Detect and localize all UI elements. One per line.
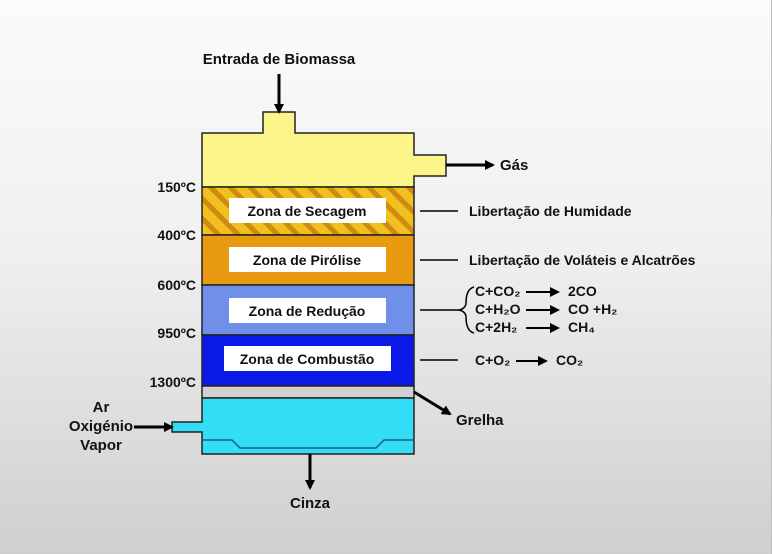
reaction-left: C+H₂O bbox=[475, 301, 521, 317]
biomass-input-label: Entrada de Biomassa bbox=[203, 51, 356, 68]
combustion-reaction-right: CO₂ bbox=[556, 352, 583, 368]
pyrolysis-zone-label: Zona de Pirólise bbox=[253, 252, 361, 268]
grate bbox=[201, 385, 415, 399]
temperature-label: 600ºC bbox=[157, 277, 196, 293]
grate-label: Grelha bbox=[456, 412, 504, 429]
combustion-label-box bbox=[224, 346, 391, 371]
temperature-label: 950ºC bbox=[157, 325, 196, 341]
reaction-right: CH₄ bbox=[568, 319, 595, 335]
drying-output-label: Libertação de Humidade bbox=[469, 203, 632, 219]
reduction-label-box bbox=[229, 298, 386, 323]
pyrolysis-output-label: Libertação de Voláteis e Alcatrões bbox=[469, 252, 696, 268]
pyrolysis-label-box bbox=[229, 247, 386, 272]
temperature-label: 1300ºC bbox=[150, 374, 196, 390]
reaction-right: CO +H₂ bbox=[568, 301, 617, 317]
input-label-steam: Vapor bbox=[80, 437, 122, 454]
temperature-label: 150ºC bbox=[157, 179, 196, 195]
gas-output-label: Gás bbox=[500, 157, 528, 174]
bottom-contour bbox=[202, 439, 414, 449]
ash-output-label: Cinza bbox=[290, 495, 331, 512]
reduction-brace bbox=[457, 286, 475, 334]
input-label-oxygen: Oxigénio bbox=[69, 418, 133, 435]
temperature-label: 400ºC bbox=[157, 227, 196, 243]
combustion-reaction-left: C+O₂ bbox=[475, 352, 510, 368]
reaction-left: C+2H₂ bbox=[475, 319, 517, 335]
gas-space bbox=[201, 111, 447, 188]
reaction-right: 2CO bbox=[568, 283, 597, 299]
drying-label-box bbox=[229, 198, 386, 223]
drying-zone-label: Zona de Secagem bbox=[247, 203, 366, 219]
grate-arrow bbox=[413, 390, 452, 416]
reduction-zone-label: Zona de Redução bbox=[249, 303, 366, 319]
reaction-left: C+CO₂ bbox=[475, 283, 521, 299]
input-label-air: Ar bbox=[93, 399, 110, 416]
combustion-zone-label: Zona de Combustão bbox=[240, 351, 375, 367]
